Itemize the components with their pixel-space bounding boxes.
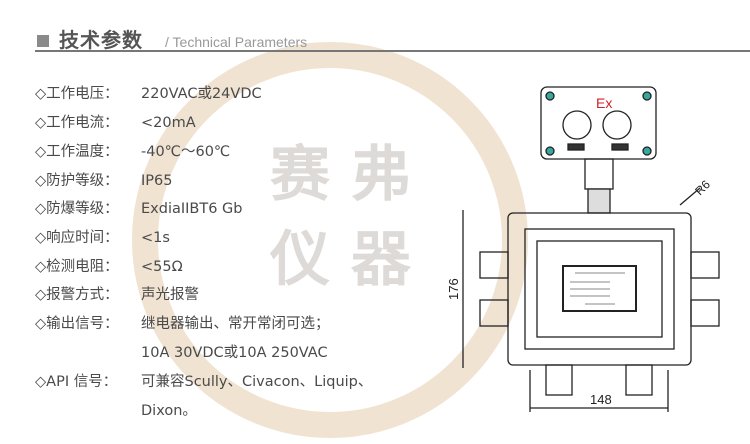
param-row-cont: Dixon。: [141, 399, 197, 420]
param-label: ◇防爆等级：: [35, 201, 119, 217]
param-label: ◇输出信号：: [35, 316, 119, 332]
param-value: 声光报警: [141, 287, 199, 303]
bolt-icon: [545, 91, 555, 101]
param-value: 220VAC或24VDC: [141, 86, 262, 102]
param-value: -40℃～60℃: [141, 144, 231, 160]
param-value: 可兼容Scully、Civacon、Liquip、: [141, 374, 373, 390]
param-row: ◇防护等级： IP65: [35, 169, 172, 190]
ex-mark: Ex: [596, 95, 612, 111]
nameplate-lines: [570, 272, 625, 305]
param-row: ◇报警方式： 声光报警: [35, 283, 199, 304]
param-label: ◇检测电阻：: [35, 259, 119, 275]
param-row-cont: 10A 30VDC或10A 250VAC: [141, 341, 328, 362]
bolt-icon: [545, 146, 555, 156]
title-zh: 技术参数: [59, 28, 143, 52]
param-row: ◇防爆等级： ExdiaIIBT6 Gb: [35, 197, 243, 218]
param-label: ◇工作温度：: [35, 144, 119, 160]
param-value: <55Ω: [141, 259, 183, 275]
param-label: ◇工作电压：: [35, 86, 119, 102]
param-row: ◇工作温度： -40℃～60℃: [35, 140, 230, 161]
param-label: ◇防护等级：: [35, 173, 119, 189]
nameplate: [562, 265, 637, 312]
param-row: ◇API 信号： 可兼容Scully、Civacon、Liquip、: [35, 370, 372, 391]
param-value: IP65: [141, 173, 173, 189]
junction-box-inner: [536, 240, 663, 338]
param-value: Dixon。: [141, 403, 197, 419]
lamp-label: [611, 143, 629, 151]
connector: [584, 158, 614, 190]
title-divider: [35, 50, 750, 52]
watermark-text-2: 仪 器: [270, 225, 411, 295]
watermark-text-1: 赛 弗: [270, 140, 411, 210]
cable-gland: [587, 188, 611, 214]
param-label: ◇报警方式：: [35, 287, 119, 303]
radius-label: R6: [692, 177, 713, 198]
dim-height-label: 176: [446, 278, 461, 300]
param-row: ◇工作电流： <20mA: [35, 111, 196, 132]
lamp-icon: [562, 110, 592, 140]
param-row: ◇输出信号： 继电器输出、常开常闭可选；: [35, 312, 330, 333]
side-glands: [479, 251, 720, 396]
junction-box-lid: [524, 228, 675, 350]
param-label: ◇工作电流：: [35, 115, 119, 131]
dim-width-label: 148: [590, 392, 612, 407]
watermark-ring: [132, 42, 528, 438]
param-row: ◇检测电阻： <55Ω: [35, 255, 183, 276]
param-value: <20mA: [141, 115, 196, 131]
bolt-icon: [642, 91, 652, 101]
param-label: ◇响应时间：: [35, 230, 119, 246]
param-value: ExdiaIIBT6 Gb: [141, 201, 243, 217]
junction-box: [507, 212, 692, 366]
section-title: 技术参数 / Technical Parameters: [37, 24, 307, 53]
lamp-icon: [602, 110, 632, 140]
param-value: 继电器输出、常开常闭可选；: [141, 316, 330, 332]
title-en: / Technical Parameters: [165, 34, 308, 50]
param-row: ◇响应时间： <1s: [35, 226, 170, 247]
radius-leader: [679, 187, 701, 206]
title-square-icon: [37, 35, 49, 47]
param-label: ◇API 信号：: [35, 374, 118, 390]
param-value: <1s: [141, 230, 170, 246]
lamp-label: [567, 143, 585, 151]
bolt-icon: [642, 146, 652, 156]
param-value: 10A 30VDC或10A 250VAC: [141, 345, 328, 361]
param-row: ◇工作电压： 220VAC或24VDC: [35, 82, 262, 103]
